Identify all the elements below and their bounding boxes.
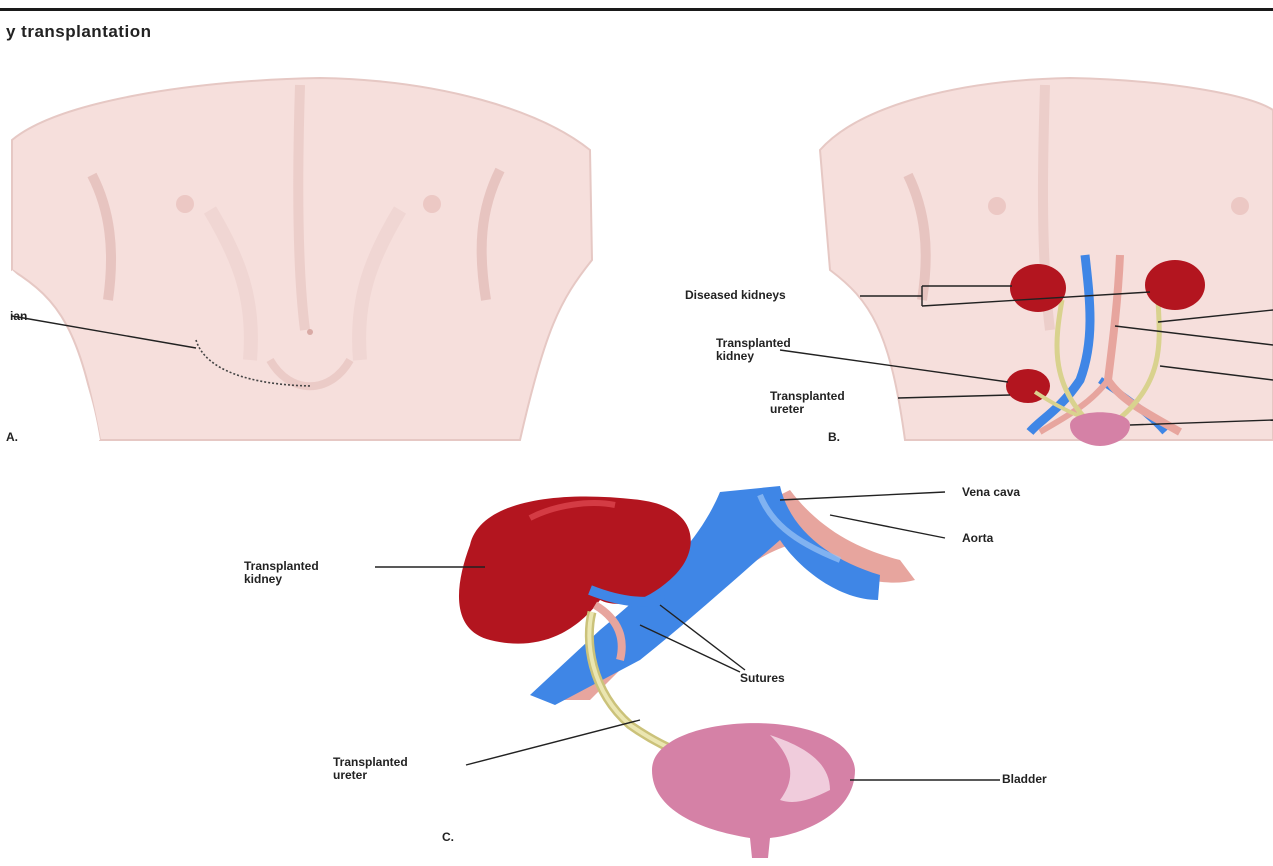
- label-transplanted-kidney-c: Transplanted kidney: [244, 560, 319, 586]
- label-vena-cava: Vena cava: [962, 486, 1020, 499]
- panel-c-closeup: [375, 486, 1000, 858]
- label-incision-partial: ian: [10, 310, 27, 323]
- label-sutures: Sutures: [740, 672, 785, 685]
- label-transplanted-kidney-b: Transplanted kidney: [716, 337, 791, 363]
- label-bladder: Bladder: [1002, 773, 1047, 786]
- panel-letter-b: B.: [828, 430, 840, 444]
- panel-letter-c: C.: [442, 830, 454, 844]
- label-transplanted-ureter-c: Transplanted ureter: [333, 756, 408, 782]
- diseased-kidney-left: [1010, 264, 1066, 312]
- label-transplanted-ureter-b: Transplanted ureter: [770, 390, 845, 416]
- panel-b-torso: [780, 78, 1273, 446]
- panel-letter-a: A.: [6, 430, 18, 444]
- label-aorta: Aorta: [962, 532, 993, 545]
- diseased-kidney-right: [1145, 260, 1205, 310]
- label-diseased-kidneys: Diseased kidneys: [685, 289, 786, 302]
- panel-a-torso: [11, 78, 592, 440]
